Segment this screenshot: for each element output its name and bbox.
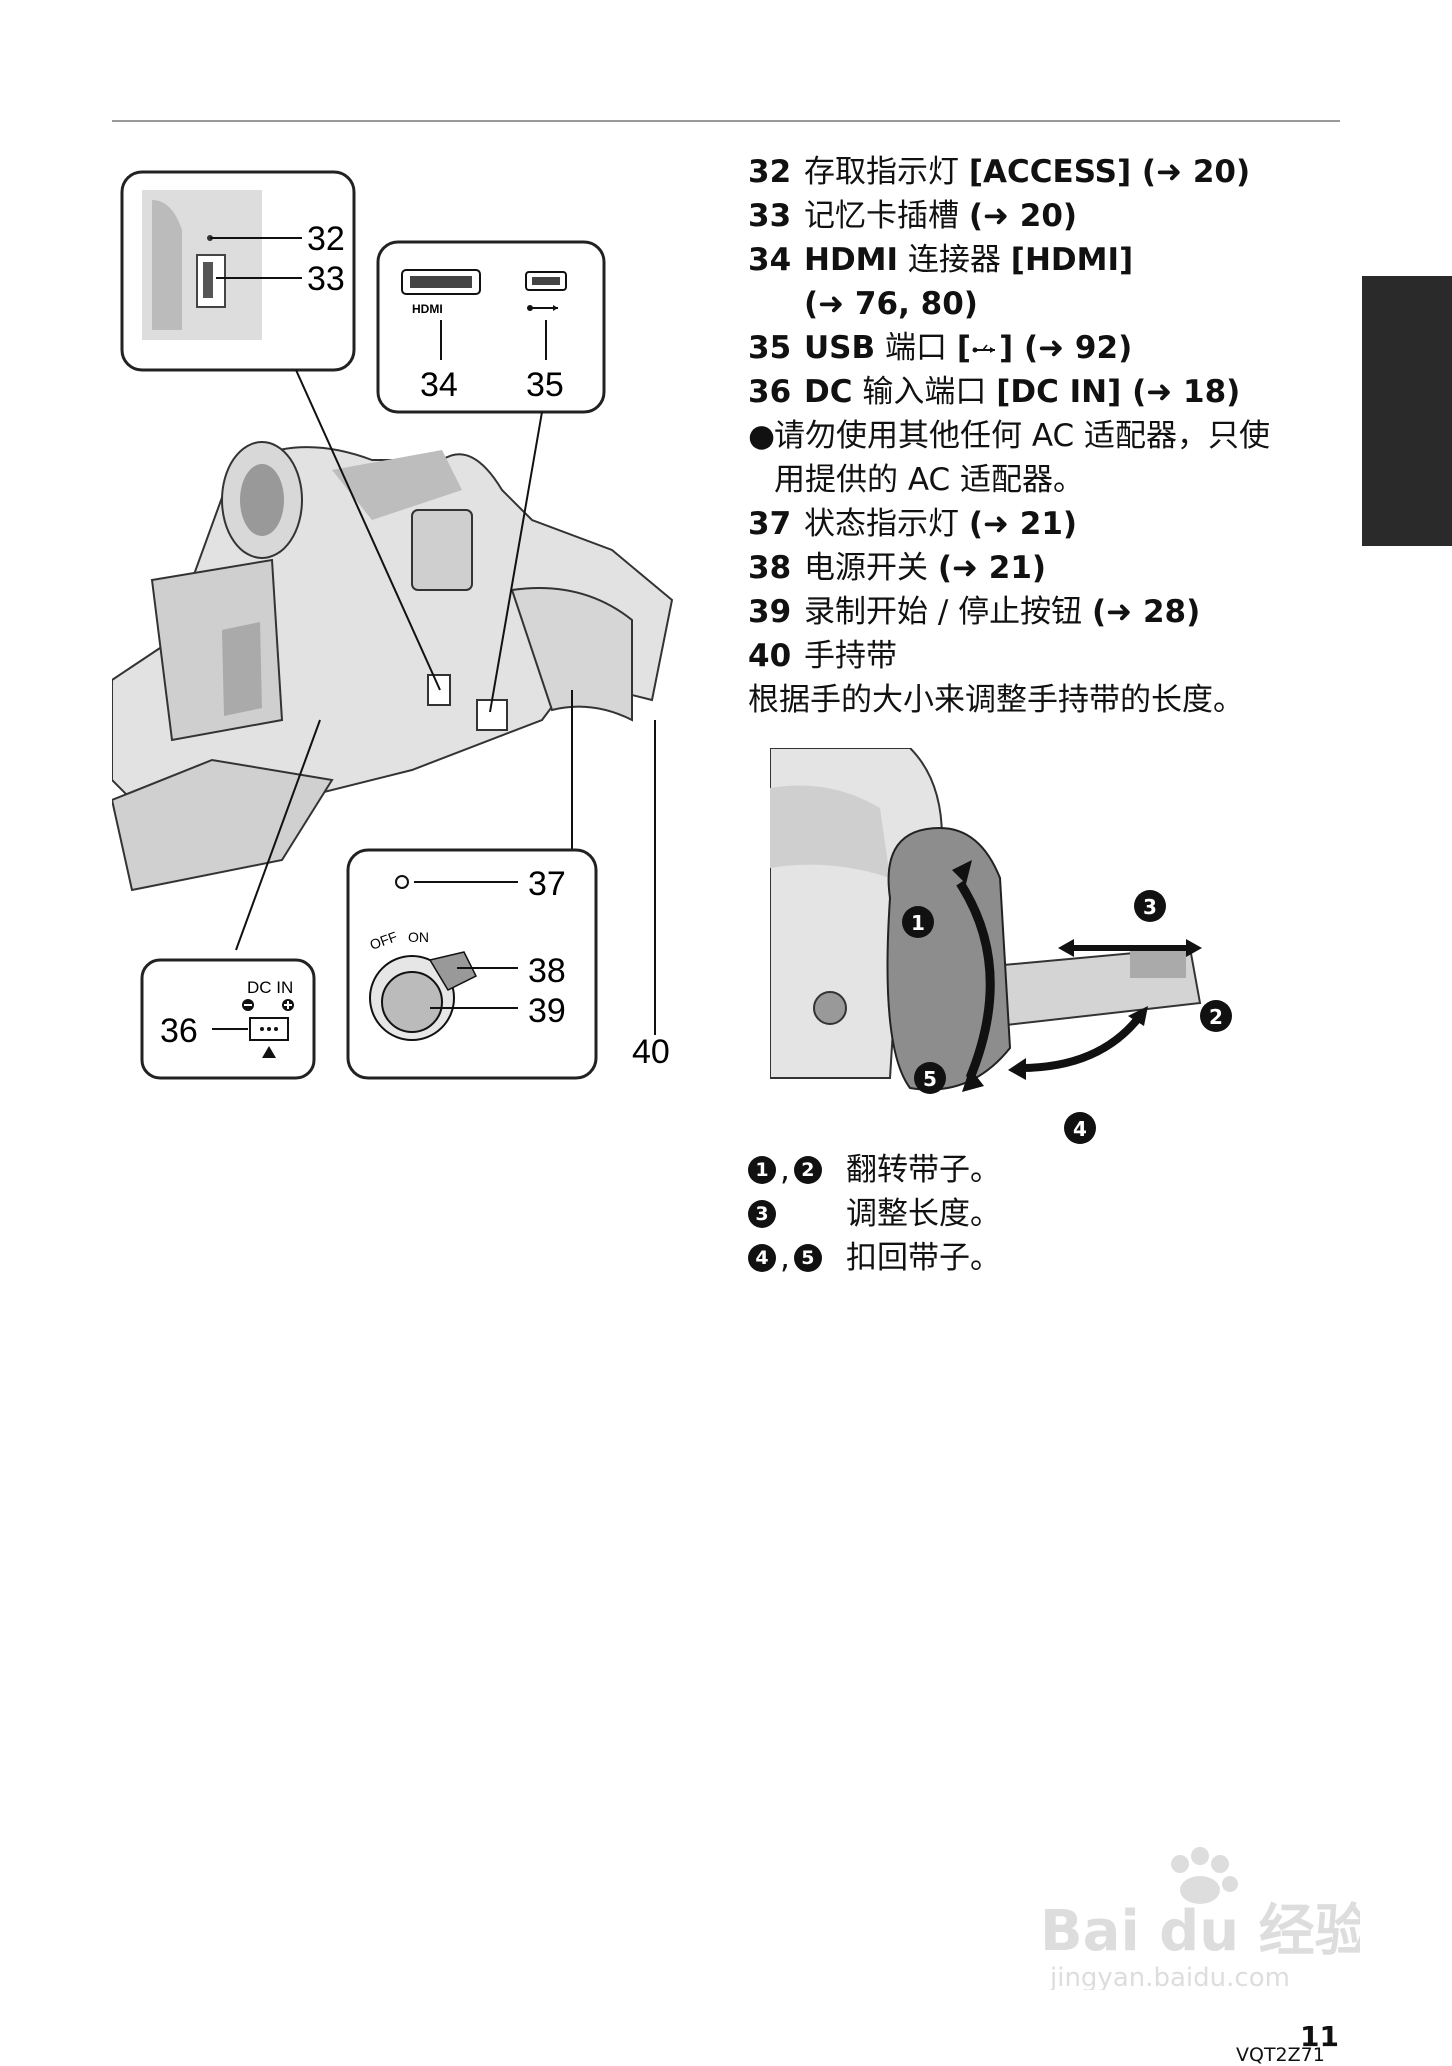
- step-mark-3: 3: [748, 1200, 776, 1228]
- svg-text:3: 3: [1143, 895, 1157, 919]
- step-mark-5: 5: [793, 1244, 822, 1272]
- page-number: 11: [1300, 2020, 1339, 2053]
- svg-text:5: 5: [923, 1067, 937, 1091]
- label-34: 34: [420, 366, 458, 404]
- label-33: 33: [307, 260, 345, 298]
- step-adjust: 3 调整长度。: [748, 1192, 1001, 1236]
- step-mark-2: 2: [793, 1156, 822, 1184]
- camcorder-body: [112, 441, 674, 892]
- watermark-brand: Bai du 经验: [1040, 1899, 1360, 1964]
- callout-power: 37 OFF ON 38 39: [346, 848, 598, 1080]
- label-39: 39: [528, 992, 566, 1030]
- top-rule: [112, 120, 1340, 122]
- note-line-1: 请勿使用其他任何 AC 适配器，只使: [774, 418, 1271, 454]
- strap-mark-3: 3: [1134, 890, 1166, 922]
- strap-adjustment-illustration: 1 2 3 4 5: [770, 748, 1232, 1144]
- step-mark-4: 4: [748, 1244, 776, 1272]
- strap-mark-4: 4: [1064, 1112, 1096, 1144]
- label-36: 36: [160, 1012, 198, 1050]
- usb-icon: [972, 344, 996, 353]
- callout-card-slot: 32 33: [120, 170, 356, 372]
- svg-text:1: 1: [911, 911, 925, 935]
- strap-steps: 1,2 翻转带子。 3 调整长度。 4,5 扣回带子。: [748, 1148, 1001, 1280]
- strap-mark-2: 2: [1200, 1000, 1232, 1032]
- paw-icon: [1171, 1847, 1238, 1904]
- camcorder-illustration: 32 33 HDMI 34 35: [112, 170, 674, 1080]
- label-40: 40: [632, 1033, 670, 1071]
- note-line-2: 用提供的 AC 适配器。: [774, 462, 1085, 498]
- step-mark-1: 1: [748, 1156, 776, 1184]
- label-37: 37: [528, 865, 566, 903]
- label-32: 32: [307, 220, 345, 258]
- strap-mark-1: 1: [902, 906, 934, 938]
- bullet-icon: ●: [748, 418, 776, 454]
- strap-instruction: 根据手的大小来调整手持带的长度。: [748, 682, 1244, 718]
- svg-text:4: 4: [1073, 1117, 1087, 1141]
- watermark-url: jingyan.baidu.com: [1049, 1963, 1290, 1990]
- callout-ports: HDMI 34 35: [376, 240, 606, 414]
- callout-dc-in: DC IN 36: [140, 958, 316, 1080]
- adapter-note: ● 请勿使用其他任何 AC 适配器，只使 用提供的 AC 适配器。: [748, 414, 1348, 502]
- chapter-side-tab: [1362, 276, 1452, 546]
- label-35: 35: [526, 366, 564, 404]
- item-34-ref: (➜ 76, 80): [804, 286, 978, 322]
- label-38: 38: [528, 952, 566, 990]
- on-label: ON: [408, 929, 429, 945]
- baidu-watermark: Bai du 经验 jingyan.baidu.com: [1040, 1847, 1360, 1990]
- document-code: VQT2Z71: [1236, 2044, 1325, 2066]
- svg-text:2: 2: [1209, 1005, 1223, 1029]
- usb-symbol-icon: [527, 305, 558, 311]
- dc-in-label: DC IN: [247, 978, 293, 997]
- hdmi-logo: HDMI: [412, 302, 443, 316]
- step-fasten: 4,5 扣回带子。: [748, 1236, 1001, 1280]
- strap-mark-5: 5: [914, 1062, 946, 1094]
- step-flip: 1,2 翻转带子。: [748, 1148, 1001, 1192]
